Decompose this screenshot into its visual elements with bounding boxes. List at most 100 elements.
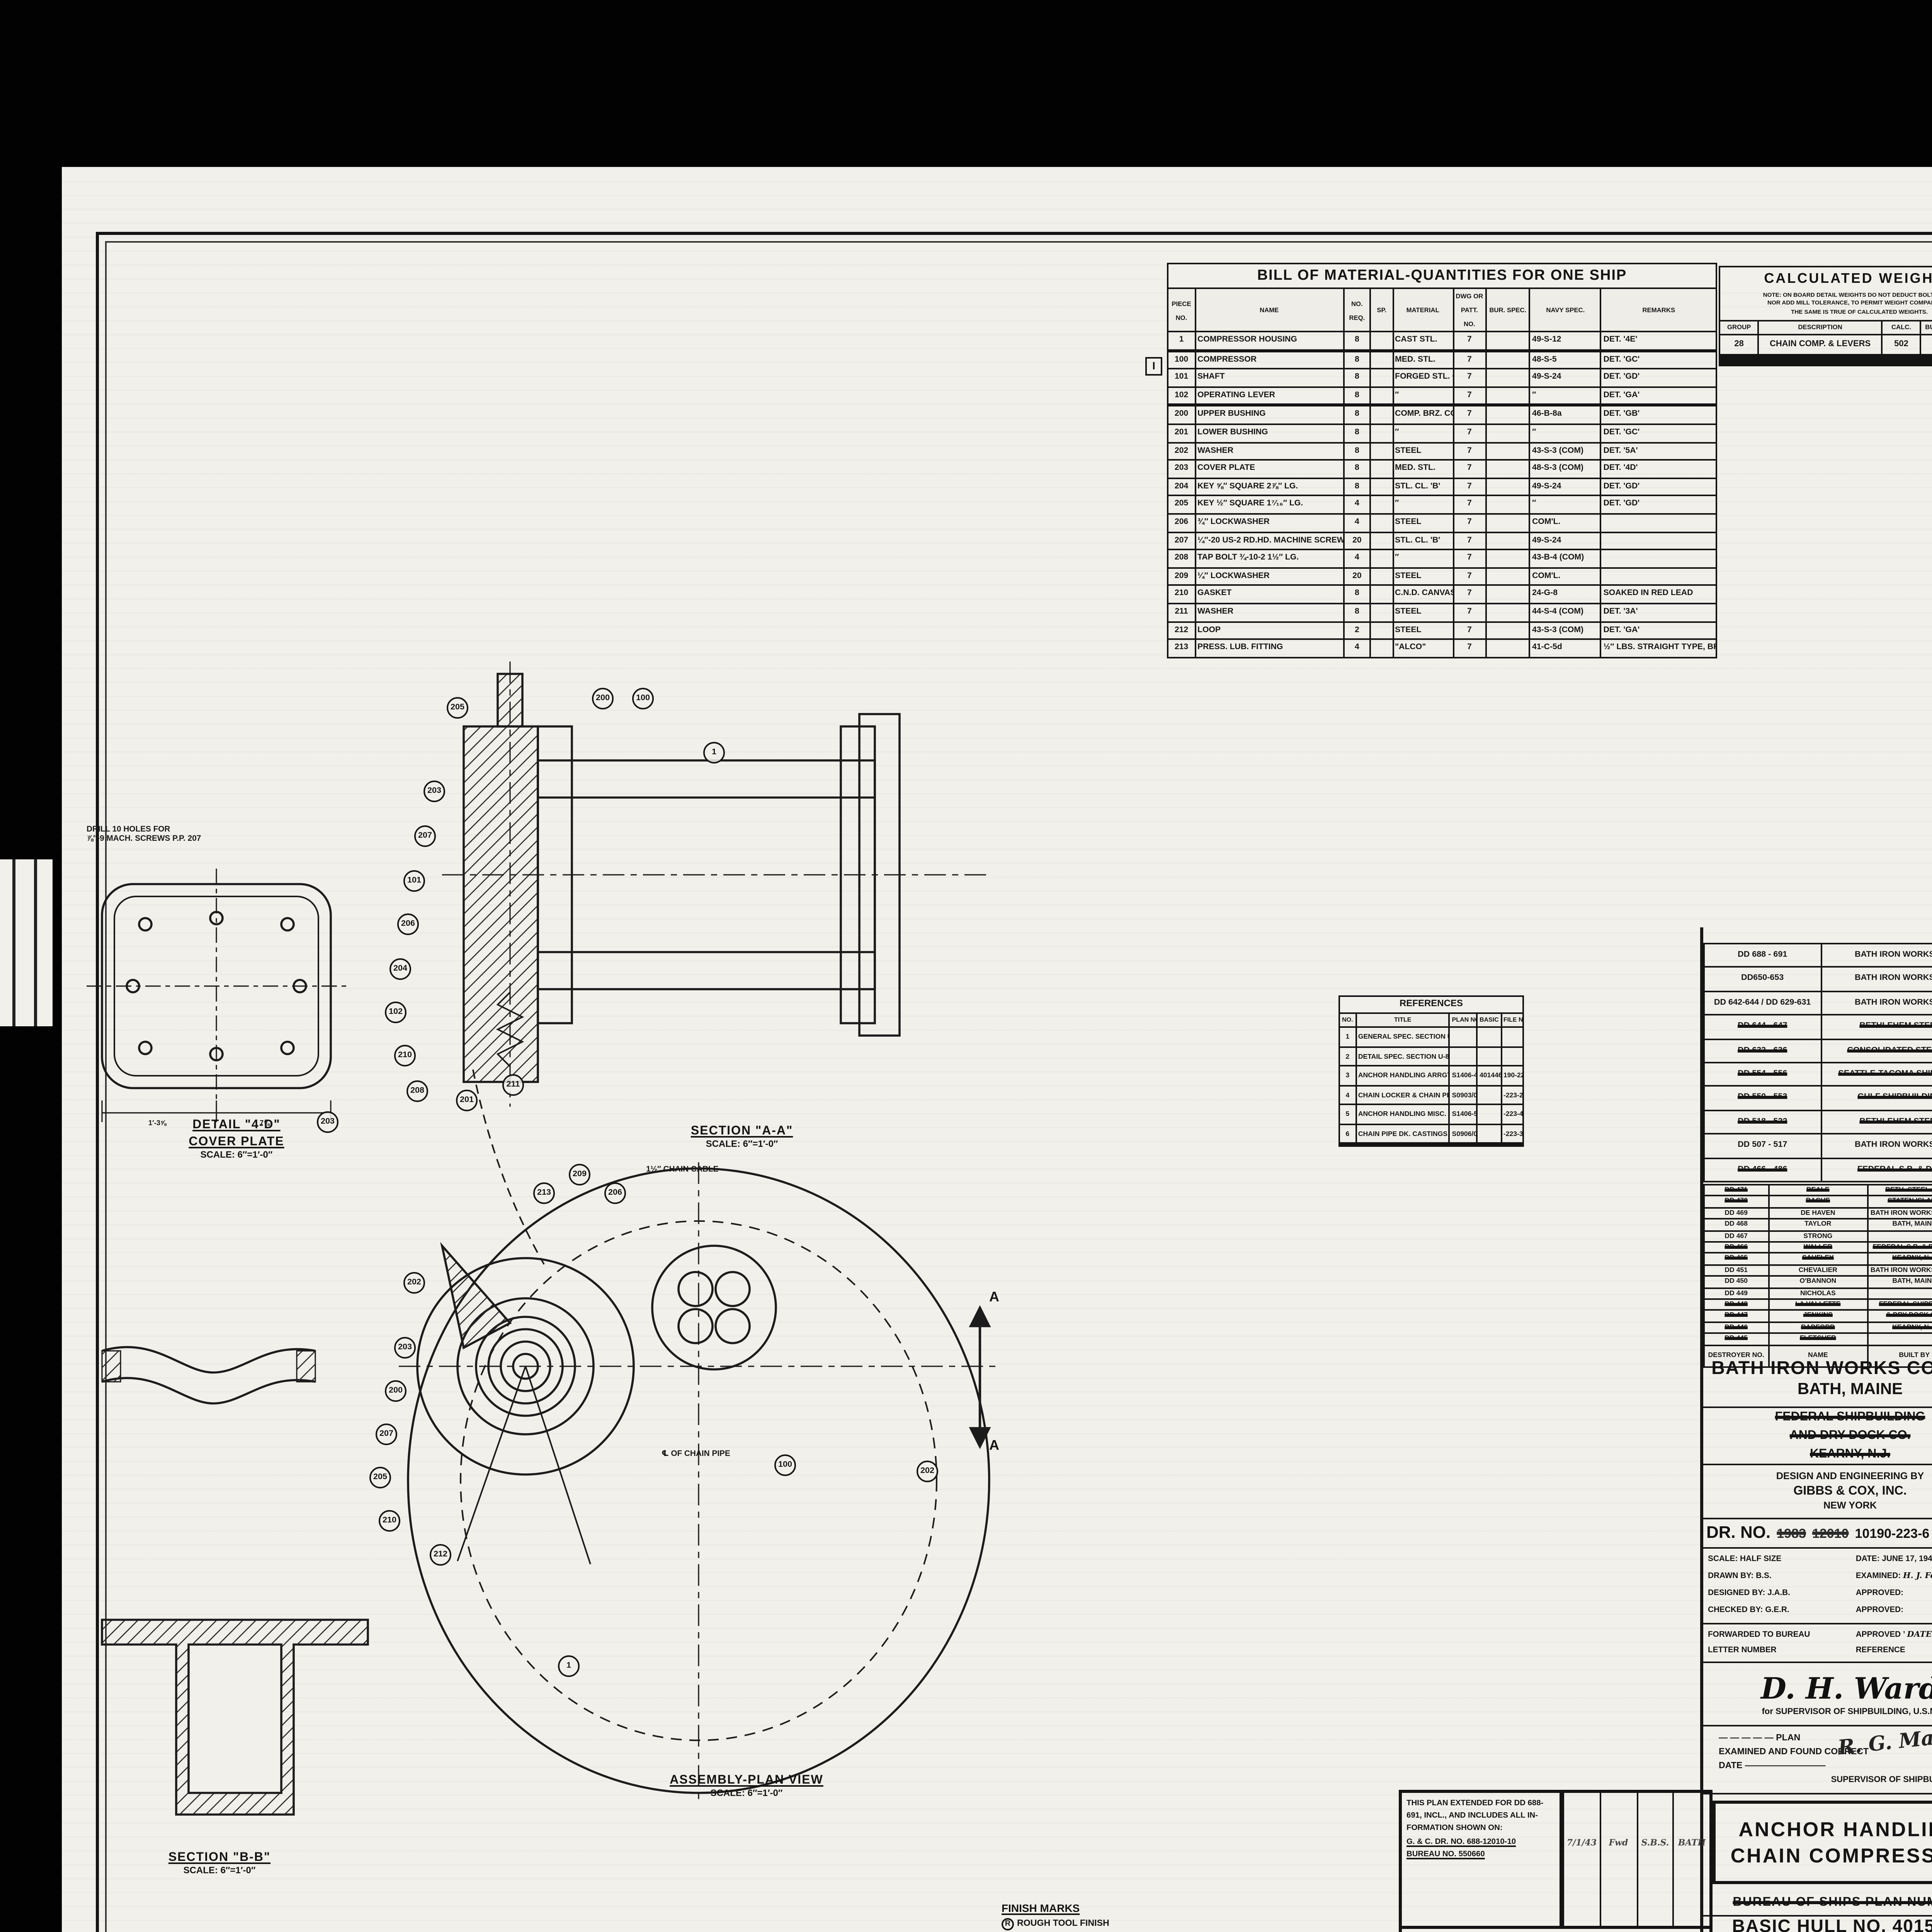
table-cell: ″ (1529, 423, 1602, 443)
table-cell (1485, 495, 1531, 515)
table-cell (1867, 1230, 1932, 1243)
table-cell: KEARNY, N.J. (1867, 1321, 1932, 1335)
table-cell: LOOP (1194, 621, 1344, 640)
table-cell: DESTROYER NO. (1703, 1344, 1769, 1367)
table-cell: DD 447 (1703, 1310, 1769, 1323)
table-cell (1500, 1142, 1524, 1145)
table-cell: 7 (1452, 585, 1487, 604)
table-cell (1370, 531, 1394, 551)
table-cell: BATH IRON WORKS CORP. (1867, 1207, 1932, 1220)
detail-scale: SCALE: 6″=1′-0″ (200, 1151, 273, 1161)
table-cell (1485, 459, 1531, 479)
table-cell (1338, 1142, 1357, 1145)
table-cell (1370, 602, 1394, 622)
detail-4d-label: DETAIL "4-D" COVER PLATE SCALE: 6″=1′-0″ (136, 1116, 337, 1164)
table-cell (1370, 459, 1394, 479)
section-bb-label: SECTION "B-B" SCALE: 6″=1′-0″ (127, 1849, 312, 1879)
section-arrow-letter: A (989, 1289, 999, 1304)
table-cell (1920, 357, 1932, 361)
table-cell: DD 469 (1703, 1207, 1769, 1220)
table-cell: 7 (1452, 549, 1487, 568)
design-firm-block: DESIGN AND ENGINEERING BY GIBBS & COX, I… (1703, 1465, 1932, 1519)
table-cell: 213 (1167, 638, 1196, 658)
table-cell (1194, 404, 1344, 407)
approved-label: APPROVED ’ (1855, 1631, 1905, 1640)
table-cell (1485, 621, 1531, 640)
balloon-callout: 203 (317, 1111, 338, 1133)
table-cell (1485, 549, 1531, 568)
table-cell (1370, 350, 1394, 370)
table-cell (1881, 357, 1922, 361)
table-cell (1758, 357, 1883, 361)
balloon-callout: 210 (379, 1510, 400, 1532)
ext-note-line: THIS PLAN EXTENDED FOR DD 688- (1406, 1799, 1544, 1808)
field-reference: REFERENCE (1855, 1646, 1905, 1655)
table-cell: O'BANNON (1767, 1275, 1869, 1289)
table-cell: 205 (1167, 495, 1196, 515)
table-cell: DD 465 (1703, 1252, 1769, 1266)
table-cell (1718, 359, 1760, 362)
stamp-initials: Fwd (1599, 1793, 1636, 1926)
forwarded-block: FORWARDED TO BUREAU APPROVED ’ DATE 7/22… (1703, 1624, 1932, 1663)
table-cell: BU.SHIPS (1920, 320, 1932, 336)
table-cell: CONSOLIDATED STEEL CORP. (1820, 1038, 1932, 1064)
table-cell: 7 (1452, 495, 1487, 515)
table-cell: DD 507 - 517 (1703, 1133, 1822, 1159)
table-cell: 8 (1342, 368, 1372, 388)
balloon-callout: 202 (917, 1461, 938, 1482)
table-cell: DD650-653 (1703, 966, 1822, 992)
balloon-callout: 206 (604, 1182, 626, 1204)
table-cell: 43-S-3 (COM) (1529, 441, 1602, 461)
table-cell: KEARNY, N.J. (1867, 1252, 1932, 1266)
table-cell: 102 (1167, 386, 1196, 406)
examined-correct-line: EXAMINED AND FOUND CORRECT (1719, 1748, 1869, 1757)
table-cell: 7 (1452, 621, 1487, 640)
ext-note-line: FORMATION SHOWN ON: (1406, 1824, 1503, 1834)
table-cell (1476, 1026, 1502, 1047)
table-cell (1600, 549, 1717, 568)
dimension-label: 1′-3⅝ (148, 1119, 167, 1127)
telegram-note-box: EXTENDED S.H. TO INCLUDE DD650-653 AS AU… (1399, 1929, 1713, 1932)
table-cell: BETHLEHEM STEEL CO. (1820, 1014, 1932, 1040)
table-cell: SEATTLE-TACOMA SHIPBLDG. CO. (1820, 1062, 1932, 1087)
table-cell: FORGED STL. CL.'B' (1392, 368, 1454, 388)
stamp-initials: S.B.S. (1636, 1793, 1673, 1926)
section-scale: SCALE: 6″=1′-0″ (183, 1867, 256, 1876)
table-cell (1718, 361, 1760, 364)
table-cell: DD 450 (1703, 1275, 1769, 1289)
table-cell: TAP BOLT ¾-10-2 1½″ LG. (1194, 549, 1344, 568)
table-cell: WALLER (1767, 1241, 1869, 1254)
table-cell (1718, 364, 1760, 367)
balloon-callout: 100 (632, 688, 654, 709)
table-cell (1485, 477, 1531, 497)
table-cell: PIECE NO. (1167, 287, 1196, 332)
table-cell: MATERIAL (1392, 287, 1454, 332)
table-cell: 4 (1338, 1084, 1357, 1105)
table-cell: STL. CL. 'B' (1392, 531, 1454, 551)
table-cell: BATH IRON WORKS CORP. (1820, 990, 1932, 1016)
calc-title: CALCULATED WEIGHTS (1719, 266, 1932, 289)
table-cell: GULF SHIPBUILDING CO. (1820, 1085, 1932, 1111)
design-line: DESIGN AND ENGINEERING BY (1776, 1471, 1924, 1482)
field-scale: SCALE: HALF SIZE (1708, 1555, 1782, 1564)
finish-marks-title: FINISH MARKS (1002, 1904, 1080, 1915)
table-cell (1758, 361, 1883, 364)
table-cell: S0903/07 (1449, 1084, 1478, 1105)
table-cell: DD 448 (1703, 1298, 1769, 1311)
table-cell: DD 471 (1703, 1184, 1769, 1197)
field-drawn-by: DRAWN BY: B.S. (1708, 1572, 1772, 1581)
table-cell: STRONG (1767, 1230, 1869, 1243)
table-cell: -223-2 (1500, 1084, 1524, 1105)
drawing-title-line2: CHAIN COMPRESSOR (1730, 1844, 1932, 1867)
table-cell (1370, 549, 1394, 568)
calc-note-line: NOR ADD MILL TOLERANCE, TO PERMIT WEIGHT… (1767, 300, 1932, 307)
assembly-scale: SCALE: 6″=1′-0″ (710, 1790, 783, 1799)
references-title: REFERENCES (1338, 995, 1524, 1012)
table: GROUPDESCRIPTIONCALC.BU.SHIPSCALC-BU.28C… (1718, 320, 1932, 367)
table-cell (1718, 357, 1760, 361)
table-cell: BETH. STEEL CO. (1867, 1184, 1932, 1197)
table-cell: SP. (1370, 287, 1394, 332)
table-cell: 8 (1342, 602, 1372, 622)
